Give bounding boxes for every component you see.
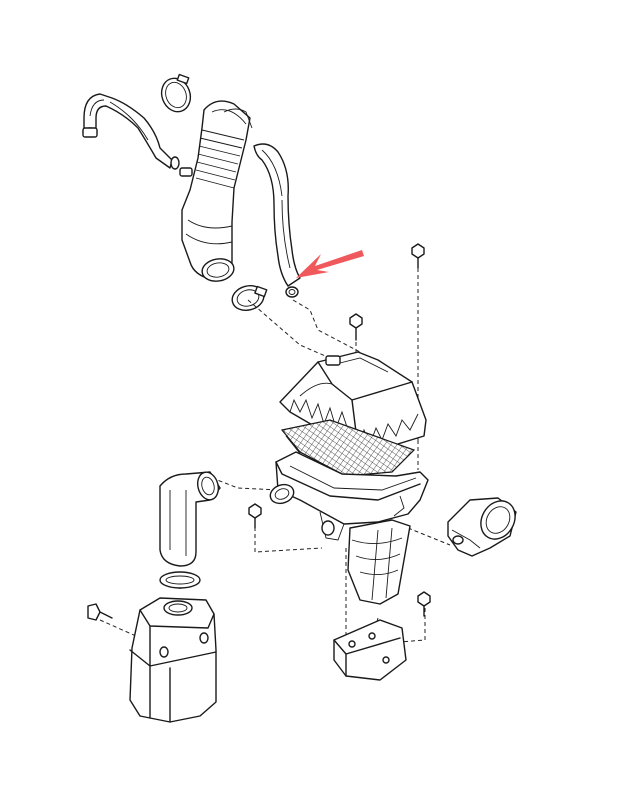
resonator-box (129, 597, 217, 723)
resonator-elbow (159, 471, 221, 567)
bolt-left (248, 503, 262, 529)
highlight-arrow-icon (296, 250, 364, 278)
breather-hose-with-cap (82, 93, 180, 170)
bolt-resonator (87, 603, 113, 621)
gasket (159, 571, 201, 589)
mounting-bracket (333, 619, 407, 681)
air-filter-housing (269, 451, 429, 541)
small-clip (285, 286, 299, 298)
bolt-upper-right (411, 243, 425, 269)
coolant-hose (253, 143, 301, 287)
bolt-bracket (417, 591, 431, 617)
intake-duct-hose (179, 100, 253, 282)
lower-outlet-duct (347, 519, 411, 605)
inlet-duct-right (447, 497, 517, 557)
hose-clamp-lower (231, 284, 268, 312)
hose-clamp-upper (160, 73, 192, 113)
bolt-air-filter-cover (349, 313, 363, 341)
